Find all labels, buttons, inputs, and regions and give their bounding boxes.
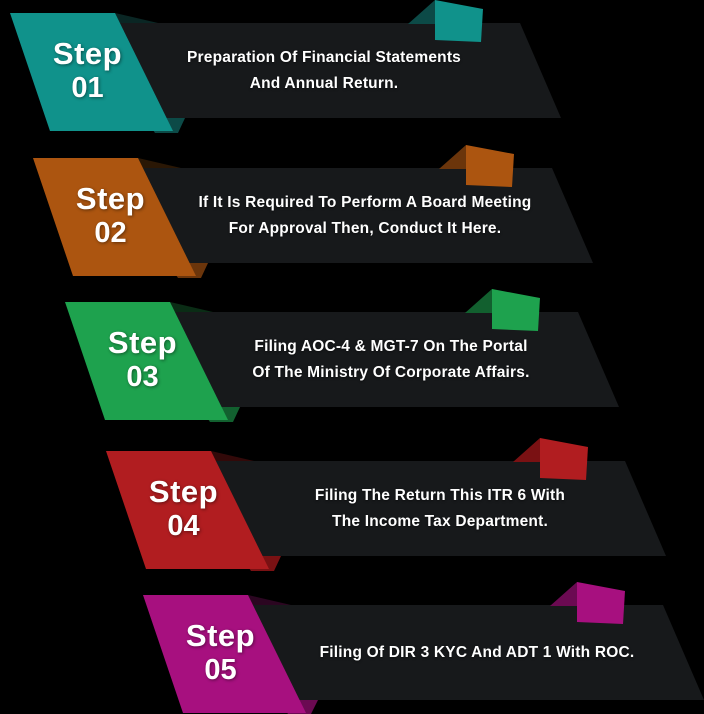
step-2-description-line1: If It Is Required To Perform A Board Mee…	[198, 193, 532, 211]
step-1-word: Step	[52, 36, 123, 71]
step-2-number: 02	[94, 216, 127, 249]
step-5-word: Step	[185, 618, 256, 653]
step-3-number: 03	[126, 360, 159, 393]
step-4-ribbon-flag-icon	[540, 438, 588, 480]
step-5-ribbon-fold-icon	[550, 582, 577, 606]
step-3-arrow-shape	[65, 302, 228, 420]
step-1-description-line2: And Annual Return.	[249, 74, 399, 92]
step-4-ribbon-fold-icon	[513, 438, 540, 462]
step-5-description: Filing Of DIR 3 KYC And ADT 1 With ROC.	[267, 605, 687, 700]
step-3-word: Step	[107, 325, 178, 360]
step-2-description-line2: For Approval Then, Conduct It Here.	[228, 219, 502, 237]
step-5-ribbon-flag-icon	[577, 582, 625, 624]
step-5-description-line1: Filing Of DIR 3 KYC And ADT 1 With ROC.	[319, 643, 635, 661]
step-5-banner	[238, 605, 704, 700]
step-5-arrow-shape	[143, 595, 306, 713]
step-2-arrow-shape	[33, 158, 196, 276]
step-3-group	[65, 289, 619, 422]
step-2-top-fold-icon	[138, 158, 181, 168]
step-2-group	[33, 145, 593, 278]
step-2-ribbon-flag-icon	[466, 145, 514, 187]
step-3-banner	[160, 312, 619, 407]
step-3-description-line1: Filing AOC-4 & MGT-7 On The Portal	[254, 337, 528, 355]
step-5-number: 05	[204, 653, 237, 686]
step-3-ribbon-flag-icon	[492, 289, 540, 331]
step-4-top-fold-icon	[211, 451, 254, 461]
step-5-label: Step 05	[153, 610, 288, 695]
step-1-ribbon-fold-icon	[408, 0, 435, 24]
step-1-group	[10, 0, 561, 133]
step-2-description: If It Is Required To Perform A Board Mee…	[155, 168, 575, 263]
step-4-description-line1: Filing The Return This ITR 6 With	[314, 486, 566, 504]
step-1-description-line1: Preparation Of Financial Statements	[186, 48, 461, 66]
step-3-ribbon-fold-icon	[465, 289, 492, 313]
step-2-label: Step 02	[43, 173, 178, 258]
step-3-description-line2: Of The Ministry Of Corporate Affairs.	[252, 363, 530, 381]
step-4-number: 04	[167, 509, 200, 542]
step-2-word: Step	[75, 181, 146, 216]
step-4-word: Step	[148, 474, 219, 509]
step-1-top-fold-icon	[115, 13, 158, 23]
step-3-label: Step 03	[75, 317, 210, 402]
step-2-banner	[128, 168, 593, 263]
step-5-group	[143, 582, 704, 714]
step-3-description: Filing AOC-4 & MGT-7 On The Portal Of Th…	[181, 312, 601, 407]
step-2-ribbon-fold-icon	[439, 145, 466, 169]
step-1-ribbon-flag-icon	[435, 0, 483, 42]
step-4-banner	[201, 461, 666, 556]
step-1-label: Step 01	[20, 28, 155, 113]
step-4-description: Filing The Return This ITR 6 With The In…	[230, 461, 650, 556]
step-1-description: Preparation Of Financial Statements And …	[114, 23, 534, 118]
step-1-banner	[105, 23, 561, 118]
step-4-description-line2: The Income Tax Department.	[332, 512, 548, 530]
step-4-group	[106, 438, 666, 571]
step-5-top-fold-icon	[248, 595, 291, 605]
step-1-number: 01	[71, 71, 104, 104]
step-4-arrow-shape	[106, 451, 269, 569]
step-4-label: Step 04	[116, 466, 251, 551]
step-1-arrow-shape	[10, 13, 173, 131]
step-3-top-fold-icon	[170, 302, 213, 312]
